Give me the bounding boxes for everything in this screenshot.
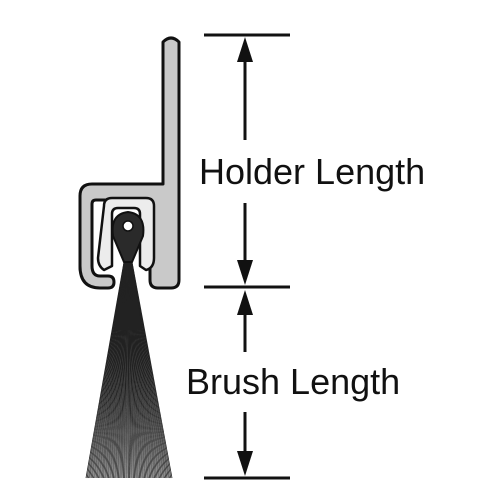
dimension-lines (204, 33, 290, 480)
brush-core (111, 210, 145, 263)
brush-bristles-icon (85, 261, 173, 479)
brush-core-hole (122, 220, 134, 232)
bristle-line (131, 261, 173, 479)
dimension-arrow-icon (237, 260, 253, 285)
holder-length-label: Holder Length (199, 151, 425, 192)
brush-length-label: Brush Length (186, 361, 400, 402)
bristle-root (114, 262, 142, 330)
aluminum-holder-profile-icon (78, 36, 181, 290)
dimension-arrow-icon (237, 37, 253, 62)
dimension-arrow-icon (237, 451, 253, 476)
holder-lip-left (78, 265, 116, 290)
holder-lip-right (148, 262, 181, 290)
brush-insert (96, 196, 156, 272)
dimension-arrow-icon (237, 290, 253, 315)
